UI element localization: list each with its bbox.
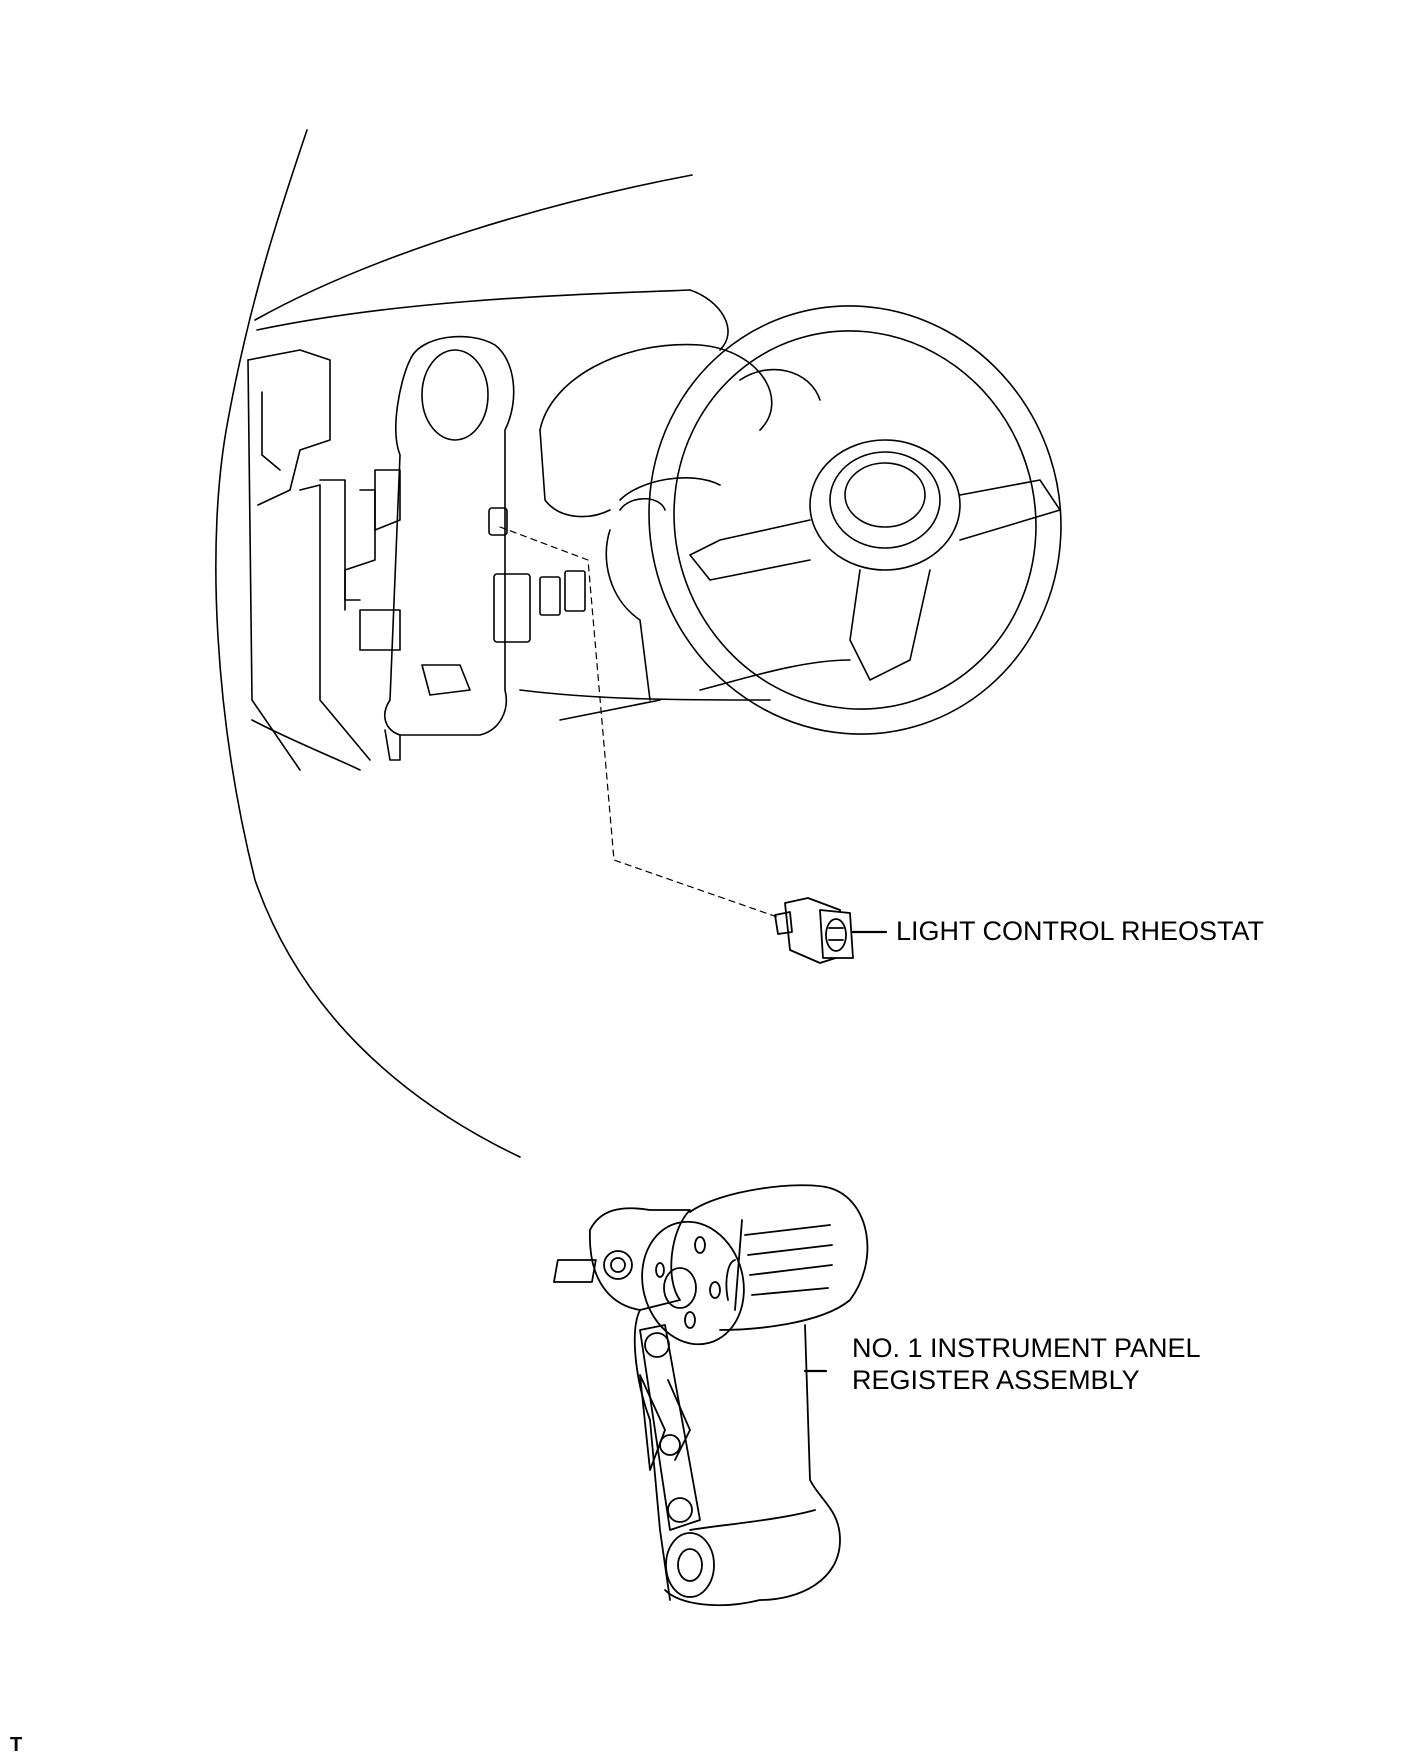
steering-wheel-outer	[648, 305, 1062, 735]
rheostat-leader-dashed	[499, 526, 781, 919]
rheostat-label: LIGHT CONTROL RHEOSTAT	[896, 916, 1265, 946]
dashboard-illustration	[215, 129, 1062, 1158]
a-pillar-line	[215, 129, 521, 1158]
register-label-line2: REGISTER ASSEMBLY	[852, 1365, 1140, 1395]
dash-top-line	[254, 174, 693, 321]
light-control-rheostat-part	[774, 897, 888, 964]
corner-code: T	[10, 1734, 23, 1756]
vent-face	[641, 1220, 745, 1346]
register-assembly-part	[553, 1184, 869, 1607]
switch-slot	[488, 507, 508, 536]
register-label-line1: NO. 1 INSTRUMENT PANEL	[852, 1333, 1201, 1363]
center-stack	[384, 335, 515, 736]
steering-hub	[809, 439, 961, 571]
